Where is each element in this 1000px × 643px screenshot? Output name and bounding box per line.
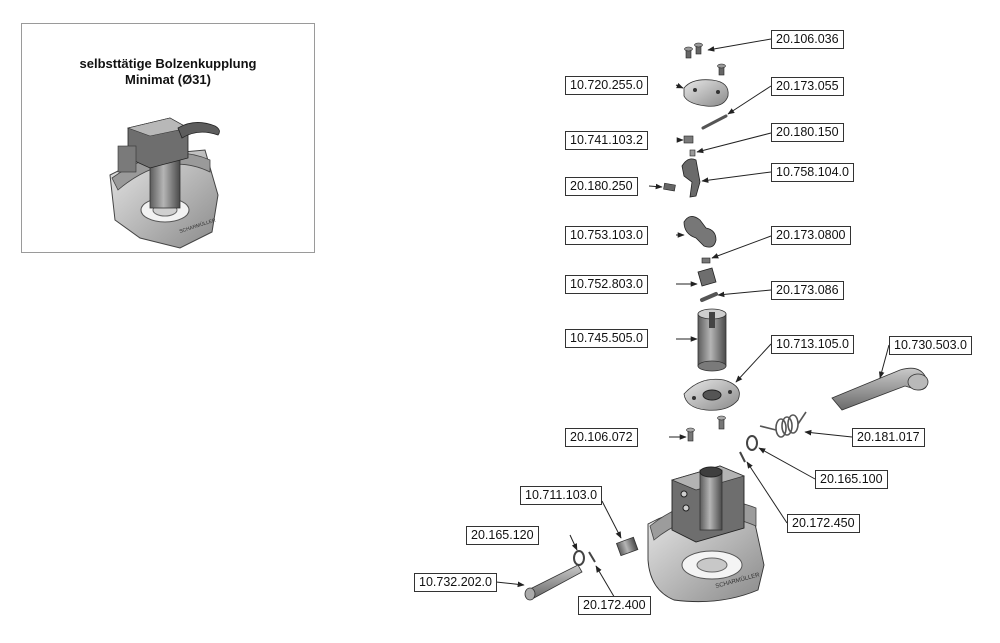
callout-20-181-017: 20.181.017 (852, 428, 925, 447)
callout-10-713-105-0: 10.713.105.0 (771, 335, 854, 354)
cover-plate-part (683, 79, 729, 107)
pin-part (701, 114, 728, 130)
callout-10-730-503-0: 10.730.503.0 (889, 336, 972, 355)
callout-20-106-072: 20.106.072 (565, 428, 638, 447)
callout-10-711-103-0: 10.711.103.0 (520, 486, 603, 505)
callout-10-752-803-0: 10.752.803.0 (565, 275, 648, 294)
diagram-title: selbsttätige Bolzenkupplung Minimat (Ø31… (22, 56, 314, 88)
callout-20-106-036: 20.106.036 (771, 30, 844, 49)
handle-part (831, 367, 929, 411)
block-part (683, 135, 694, 144)
washer-2-part (573, 550, 585, 566)
small-spring-part (689, 149, 696, 157)
spring-part (663, 182, 676, 192)
housing-part: SCHARMÜLLER (647, 465, 765, 603)
latch-part (683, 216, 717, 248)
callout-10-741-103-2: 10.741.103.2 (565, 131, 648, 150)
callout-20-173-055: 20.173.055 (771, 77, 844, 96)
coupling-bolt-part (697, 308, 727, 372)
callout-20-165-120: 20.165.120 (466, 526, 539, 545)
locking-pin-part (524, 564, 583, 601)
split-pin-2-part (588, 551, 596, 563)
callout-10-745-505-0: 10.745.505.0 (565, 329, 648, 348)
roll-pin-part (701, 257, 711, 264)
callout-10-753-103-0: 10.753.103.0 (565, 226, 648, 245)
callout-10-732-202-0: 10.732.202.0 (414, 573, 497, 592)
flange-part (683, 378, 740, 411)
title-line-2: Minimat (Ø31) (125, 72, 211, 87)
thumbnail-coupling: SCHARMÜLLER (109, 117, 220, 249)
callout-10-758-104-0: 10.758.104.0 (771, 163, 854, 182)
callout-20-180-250: 20.180.250 (565, 177, 638, 196)
guide-part (697, 267, 717, 287)
callout-20-173-0800: 20.173.0800 (771, 226, 851, 245)
lever-part (681, 158, 701, 198)
callout-20-173-086: 20.173.086 (771, 281, 844, 300)
leader-lines (495, 38, 890, 601)
threaded-bush-part (615, 536, 639, 557)
title-line-1: selbsttätige Bolzenkupplung (79, 56, 257, 71)
torsion-spring-part (759, 411, 807, 438)
callout-20-172-400: 20.172.400 (578, 596, 651, 615)
screw-part (684, 42, 726, 76)
pin-2-part (700, 292, 718, 302)
split-pin-part (739, 451, 746, 463)
callout-20-165-100: 20.165.100 (815, 470, 888, 489)
washer-part (746, 435, 758, 451)
callout-20-172-450: 20.172.450 (787, 514, 860, 533)
callout-20-180-150: 20.180.150 (771, 123, 844, 142)
screw-2-part (686, 415, 726, 442)
callout-10-720-255-0: 10.720.255.0 (565, 76, 648, 95)
